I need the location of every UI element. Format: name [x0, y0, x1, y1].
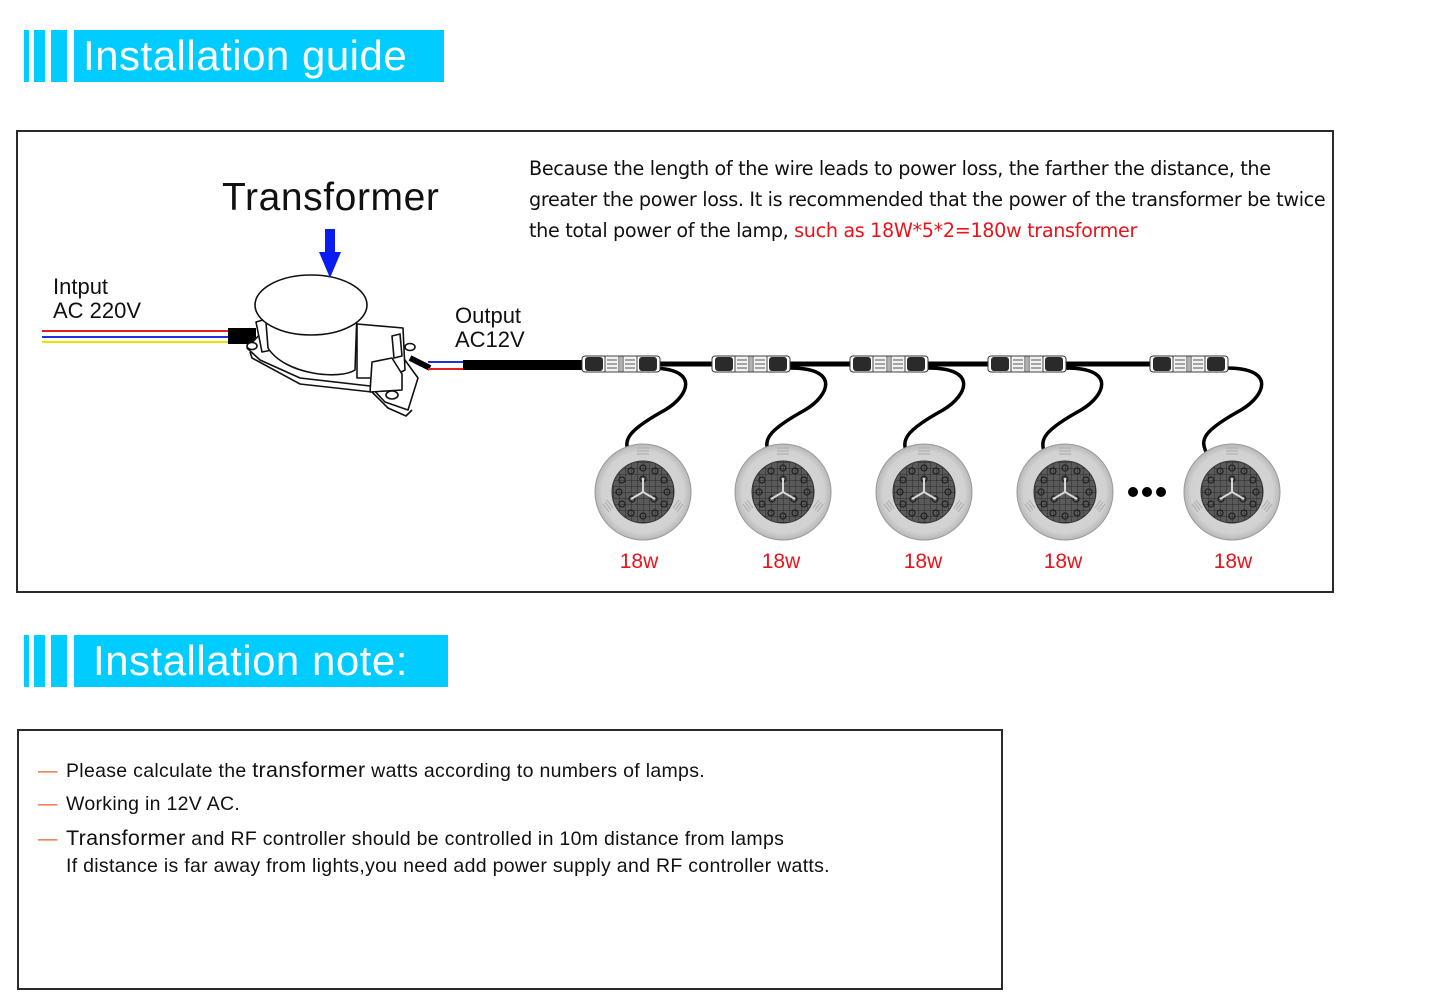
power-loss-description: Because the length of the wire leads to …: [529, 153, 1329, 246]
pool-lamp-icon: [594, 443, 692, 541]
dash-bullet-icon: —: [38, 760, 58, 782]
input-label-line: Intput: [53, 274, 109, 299]
header-stripe: [51, 30, 67, 82]
lamp-wattage-label: 18w: [1043, 550, 1083, 573]
note-continuation: If distance is far away from lights,you …: [66, 855, 830, 877]
lamp-wattage-label: 18w: [903, 550, 943, 573]
input-voltage: AC 220V: [53, 298, 142, 323]
note-text: watts according to numbers of lamps.: [365, 760, 705, 782]
header-stripe: [51, 635, 67, 687]
waterproof-connector: [581, 355, 661, 373]
dash-bullet-icon: —: [38, 828, 58, 850]
header-stripe: [34, 30, 45, 82]
output-label: Output AC12V: [455, 304, 525, 352]
header-stripe: [24, 30, 29, 82]
dash-bullet-icon: —: [38, 793, 58, 815]
pool-lamp-icon: [1183, 443, 1281, 541]
transformer-title: Transformer: [222, 176, 440, 219]
lamp-wattage-label: 18w: [1213, 550, 1253, 573]
note-emphasis: Transformer: [66, 826, 186, 850]
waterproof-connector: [987, 355, 1067, 373]
description-text: Because the length of the wire leads to …: [529, 157, 1326, 242]
output-label-line: Output: [455, 303, 522, 328]
more-lamps-ellipsis: [1128, 487, 1166, 497]
note-item: — Working in 12V AC.: [38, 791, 830, 825]
note-item: — Transformer and RF controller should be…: [38, 825, 830, 859]
pool-lamp-icon: [1016, 443, 1114, 541]
waterproof-connector: [711, 355, 791, 373]
header-stripe: [34, 635, 45, 687]
input-label: Intput AC 220V: [53, 275, 141, 323]
output-wires: [408, 355, 583, 371]
pool-lamp-icon: [875, 443, 973, 541]
section-title: Installation note:: [74, 635, 448, 687]
waterproof-connector: [1149, 355, 1229, 373]
pool-lamp-icon: [734, 443, 832, 541]
lamp-wattage-label: 18w: [619, 550, 659, 573]
lamp-wattage-label: 18w: [761, 550, 801, 573]
input-wires: [42, 328, 256, 344]
arrow-down-icon: [319, 229, 341, 278]
waterproof-connector: [849, 355, 929, 373]
section-title: Installation guide: [74, 30, 444, 82]
note-emphasis: transformer: [252, 758, 366, 782]
notes-list: — Please calculate the transformer watts …: [38, 757, 830, 883]
installation-notes-panel: [17, 729, 1003, 990]
note-text: Please calculate the: [66, 760, 253, 782]
header-stripe: [24, 635, 29, 687]
note-text: and RF controller should be controlled i…: [185, 828, 785, 850]
transformer-device: [246, 274, 419, 417]
drop-cables: [625, 366, 1264, 453]
output-voltage: AC12V: [455, 327, 525, 352]
note-text: Working in 12V AC.: [66, 793, 241, 815]
description-highlight: such as 18W*5*2=180w transformer: [794, 219, 1138, 242]
note-item: — Please calculate the transformer watts …: [38, 757, 830, 791]
wiring-diagram: [42, 229, 1281, 541]
